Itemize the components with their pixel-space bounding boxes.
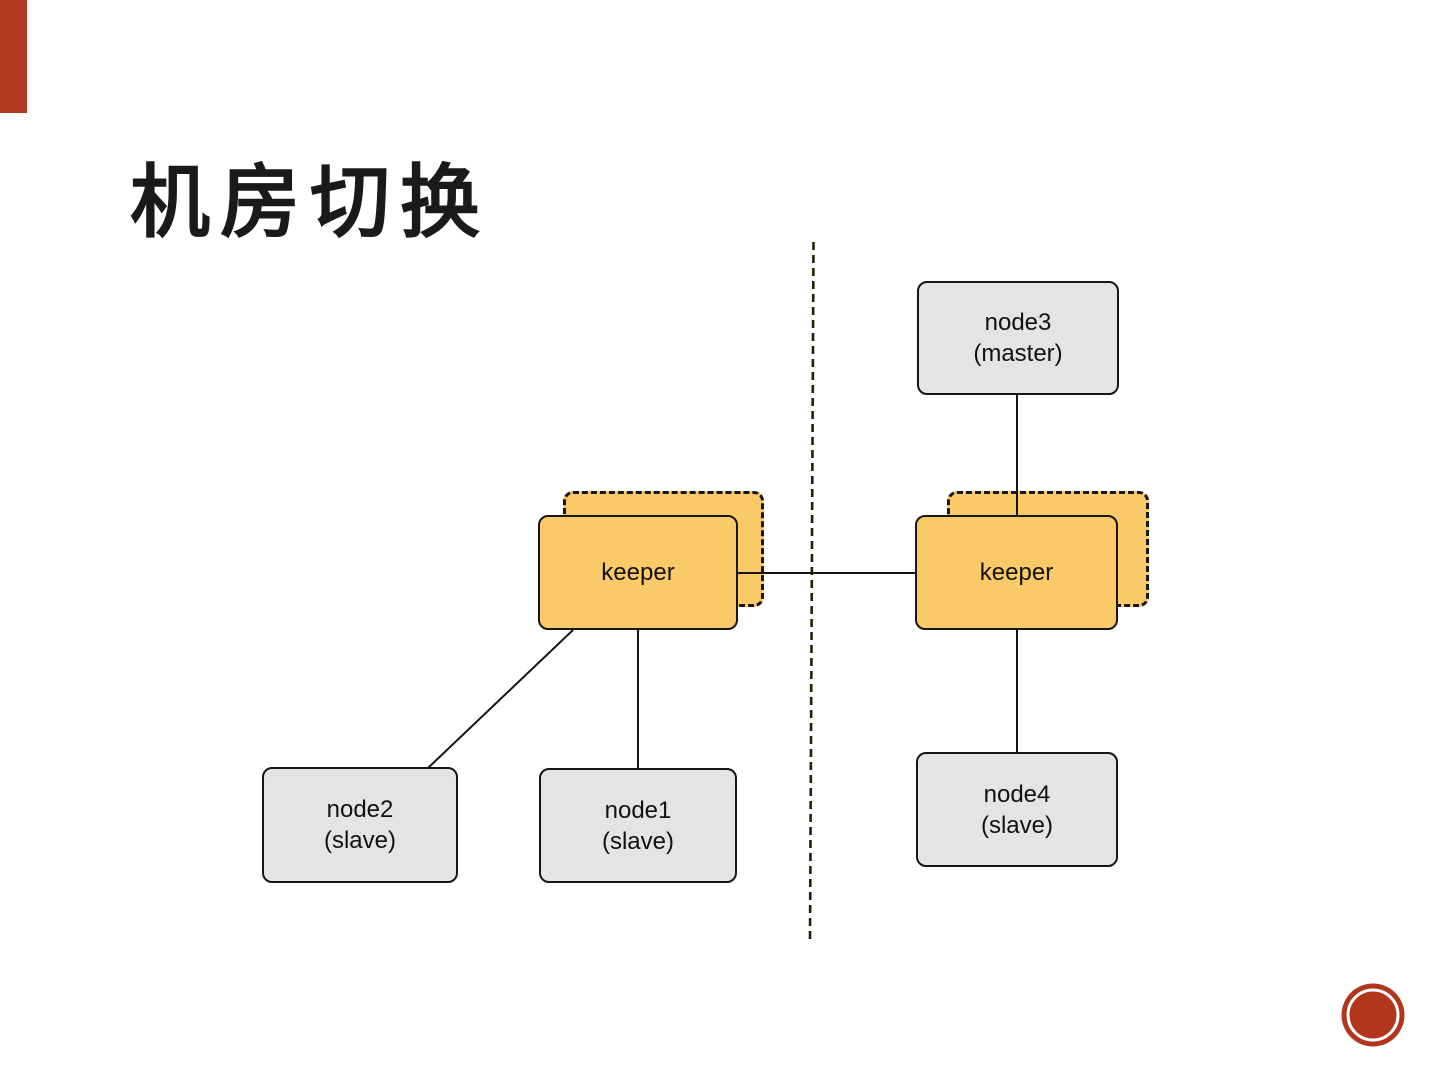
node2-box: node2 (slave) <box>262 767 458 883</box>
keeper-right-box: keeper <box>915 515 1118 630</box>
node3-box: node3 (master) <box>917 281 1119 395</box>
slide-title: 机房切换 <box>130 158 490 247</box>
node4-label: node4 <box>983 780 1051 808</box>
node1-label: node1 <box>604 796 672 824</box>
keeper-left-label: keeper <box>601 559 675 586</box>
node3-role: (master) <box>973 340 1063 367</box>
node1-role: (slave) <box>601 827 674 855</box>
node2-role: (slave) <box>323 827 396 854</box>
edge-keeper-left-node2 <box>427 629 574 769</box>
stamp-outer-disc <box>1341 983 1405 1047</box>
keeper-right-label: keeper <box>979 559 1054 586</box>
node4-role: (slave) <box>980 811 1053 839</box>
stamp-inner-ring <box>1346 988 1400 1042</box>
red-ribbon-decoration <box>0 0 27 113</box>
node2-label: node2 <box>326 796 394 823</box>
keeper-left-box: keeper <box>538 515 738 630</box>
node1-box: node1 (slave) <box>539 768 737 883</box>
node3-label: node3 <box>984 309 1052 336</box>
node4-box: node4 (slave) <box>916 752 1118 867</box>
